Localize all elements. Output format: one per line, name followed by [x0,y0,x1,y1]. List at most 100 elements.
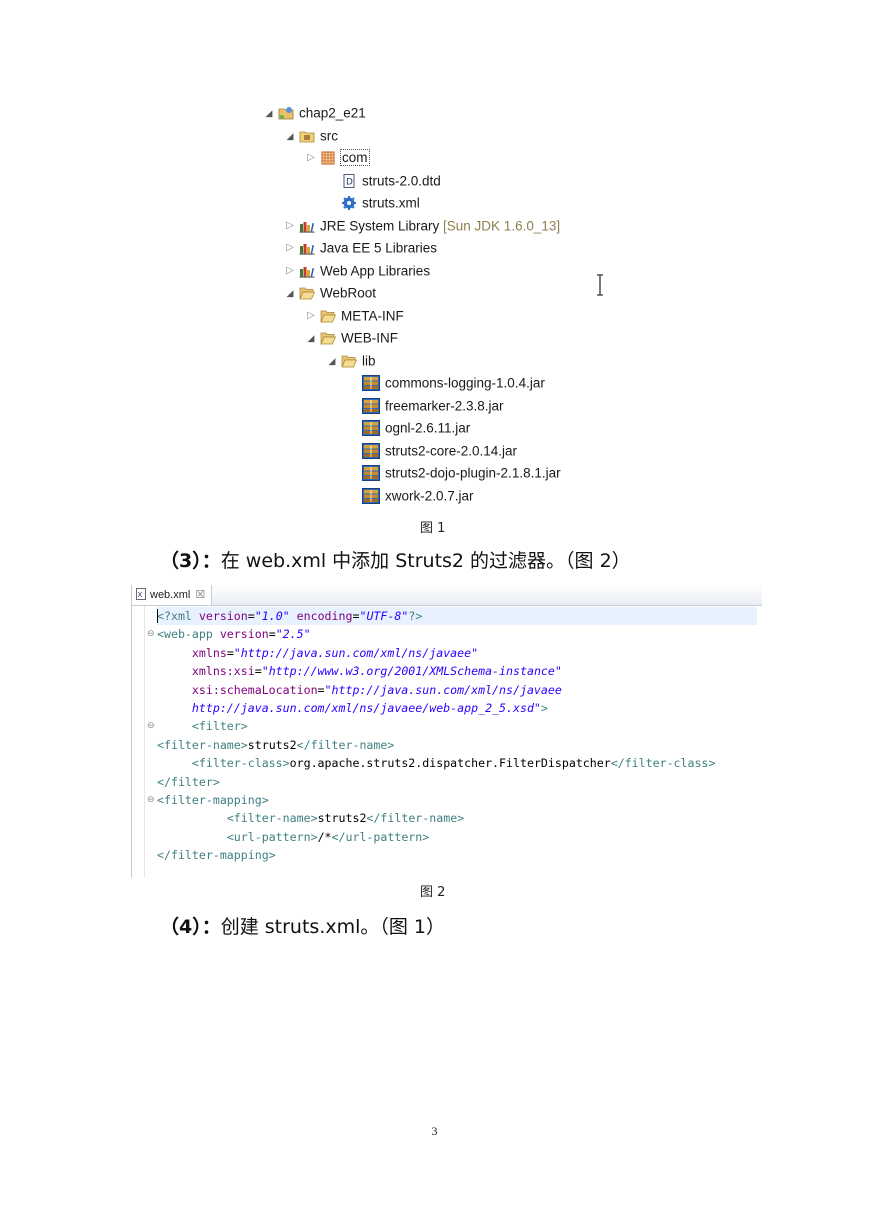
step-4-number: （4）： [160,916,221,938]
tree-node-src[interactable]: ◢ src [283,125,338,147]
jar-icon [362,420,380,437]
source-folder-icon [299,129,315,143]
tree-node-jre[interactable]: ▷ JRE System Library [Sun JDK 1.6.0_13] [283,215,560,237]
editor-gutter [132,606,145,878]
svg-text:D: D [346,177,353,187]
jar-icon [362,442,380,459]
code-line: <filter> [191,719,248,734]
tree-node-label: ognl-2.6.11.jar [385,420,471,436]
collapsed-arrow-icon[interactable]: ▷ [286,242,294,254]
text-caret [157,609,158,623]
tree-node-suffix: [Sun JDK 1.6.0_13] [439,217,561,233]
jar-icon [362,397,380,414]
collapsed-arrow-icon[interactable]: ▷ [286,264,294,276]
tree-node-label: struts.xml [362,195,420,211]
tree-node-label: com [340,149,370,167]
tree-node-label: struts2-core-2.0.14.jar [385,442,518,458]
expanded-arrow-icon[interactable]: ◢ [328,355,336,366]
tree-node-metainf[interactable]: ▷ META-INF [304,305,404,327]
fold-collapse-icon[interactable]: ⊖ [147,721,155,731]
tree-node-label: META-INF [341,307,404,323]
tree-node-jar2[interactable]: freemarker-2.3.8.jar [346,395,504,417]
tree-node-lib[interactable]: ◢ lib [325,350,376,372]
code-line: </filter-mapping> [157,848,276,863]
code-line: <filter-mapping> [157,792,269,807]
tree-node-chap2_e21[interactable]: ◢ chap2_e21 [262,102,366,124]
tree-node-label: chap2_e21 [299,105,366,121]
expanded-arrow-icon[interactable]: ◢ [286,288,294,299]
expanded-arrow-icon[interactable]: ◢ [307,333,315,344]
tree-node-label: WebRoot [320,285,377,301]
fold-collapse-icon[interactable]: ⊖ [147,795,155,805]
expanded-arrow-icon[interactable]: ◢ [286,130,294,141]
library-icon [299,219,315,233]
library-icon [299,264,315,278]
tree-node-label: lib [362,352,376,368]
tree-node-com[interactable]: ▷ com [304,147,370,169]
tab-web-xml[interactable]: X web.xml ☒ [132,585,213,605]
tree-node-jar6[interactable]: xwork-2.0.7.jar [346,485,474,507]
jar-icon [362,375,380,392]
code-line: </filter> [157,774,220,789]
tree-node-label: freemarker-2.3.8.jar [385,397,504,413]
code-line: http://java.sun.com/xml/ns/javaee/web-ap… [191,700,548,715]
tree-node-label: WEB-INF [341,330,398,346]
code-line: <?xml version="1.0" encoding="UTF-8"?> [157,607,757,626]
tree-node-jar5[interactable]: struts2-dojo-plugin-2.1.8.1.jar [346,462,561,484]
tree-node-webapp[interactable]: ▷ Web App Libraries [283,260,430,282]
tree-node-label: struts-2.0.dtd [362,172,441,188]
code-line: <filter-name>struts2</filter-name> [226,811,465,826]
project-icon [278,106,294,120]
step-4-text: 创建 struts.xml。（图 1） [220,916,446,938]
collapsed-arrow-icon[interactable]: ▷ [307,152,315,164]
folder-open-icon [320,331,336,345]
page-number: 3 [431,1124,438,1138]
tree-node-label: commons-logging-1.0.4.jar [385,375,545,391]
tree-node-label: src [320,127,338,143]
tree-node-jar3[interactable]: ognl-2.6.11.jar [346,417,470,439]
folder-open-icon [341,354,357,368]
jar-icon [362,487,380,504]
folder-open-icon [320,309,336,323]
code-line: xsi:schemaLocation="http://java.sun.com/… [191,682,562,697]
folder-open-icon [299,286,315,300]
tree-node-jar1[interactable]: commons-logging-1.0.4.jar [346,372,545,394]
collapsed-arrow-icon[interactable]: ▷ [286,219,294,231]
figure-1-caption: 图 1 [420,521,446,536]
expanded-arrow-icon[interactable]: ◢ [265,108,273,119]
code-line: xmlns:xsi="http://www.w3.org/2001/XMLSch… [191,664,562,679]
code-line: xmlns="http://java.sun.com/xml/ns/javaee… [191,645,479,660]
code-area[interactable]: <?xml version="1.0" encoding="UTF-8"?> <… [157,607,757,864]
tree-node-label: JRE System Library [320,217,440,233]
package-icon [320,151,336,165]
text-cursor-icon [597,274,603,296]
code-line: <filter-class>org.apache.struts2.dispatc… [191,756,716,771]
collapsed-arrow-icon[interactable]: ▷ [307,309,315,321]
tree-node-struts-xml[interactable]: struts.xml [325,192,420,214]
xml-gear-icon [341,196,357,211]
tree-node-webinf[interactable]: ◢ WEB-INF [304,327,398,349]
tree-node-webroot[interactable]: ◢ WebRoot [283,282,377,304]
tree-node-javaee[interactable]: ▷ Java EE 5 Libraries [283,237,437,259]
tree-node-label: struts2-dojo-plugin-2.1.8.1.jar [385,465,561,481]
fold-collapse-icon[interactable]: ⊖ [147,629,155,639]
xml-file-icon: X [136,588,146,600]
tree-node-label: Java EE 5 Libraries [320,240,438,256]
code-line: <filter-name>struts2</filter-name> [157,737,395,752]
tab-label: web.xml [150,589,191,601]
jar-icon [362,465,380,482]
step-3-paragraph: （3）：在 web.xml 中添加 Struts2 的过滤器。（图 2） [160,546,631,573]
close-tab-icon[interactable]: ☒ [195,589,206,601]
step-3-number: （3）： [160,550,221,572]
tree-node-jar4[interactable]: struts2-core-2.0.14.jar [346,440,517,462]
tree-node-label: xwork-2.0.7.jar [385,487,474,503]
dtd-file-icon: D [341,173,357,188]
code-line: <url-pattern>/*</url-pattern> [226,829,430,844]
step-3-text: 在 web.xml 中添加 Struts2 的过滤器。（图 2） [220,550,631,572]
library-icon [299,241,315,256]
code-line: <web-app version="2.5" [157,627,311,642]
tree-node-label: Web App Libraries [320,262,431,278]
xml-editor: X web.xml ☒ ⊖ ⊖ ⊖ <?xml version="1.0" enc… [131,585,762,878]
